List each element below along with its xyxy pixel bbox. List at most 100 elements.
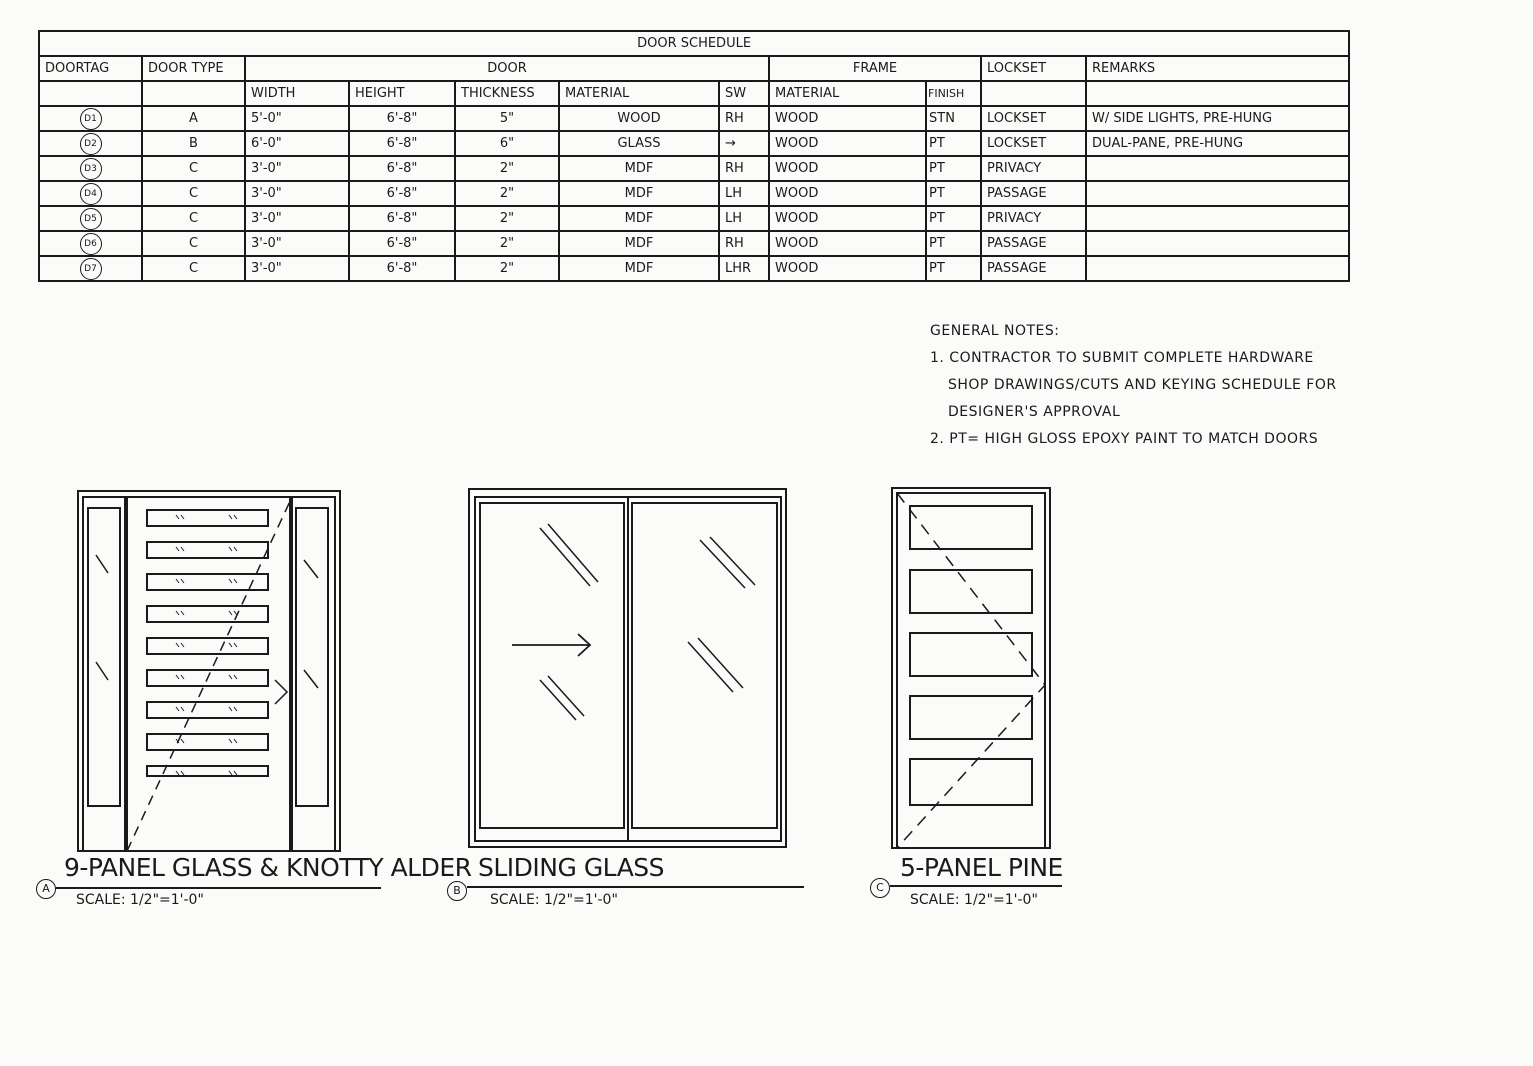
cell-remarks: W/ SIDE LIGHTS, PRE-HUNG	[1084, 105, 1351, 132]
cell-type: C	[141, 230, 246, 257]
door-tag: D5	[79, 208, 102, 229]
cell-swing: LH	[718, 180, 770, 207]
elevation-c-title: 5-PANEL PINE	[900, 853, 1063, 882]
glass-hatch	[175, 546, 238, 552]
door-c-elevation	[891, 487, 1051, 849]
cell-lockset: PRIVACY	[980, 155, 1087, 182]
note-2: 2. PT= HIGH GLOSS EPOXY PAINT TO MATCH D…	[930, 431, 1319, 447]
cell-frame-material: WOOD	[768, 130, 927, 157]
door-tag: D1	[79, 108, 102, 129]
cell-finish: PT	[925, 255, 982, 282]
elevation-c-underline	[890, 885, 1062, 887]
note-1-line-3: DESIGNER'S APPROVAL	[948, 404, 1121, 420]
cell-material: MDF	[558, 255, 720, 282]
elevation-b-underline	[467, 886, 804, 888]
header-door: DOOR	[244, 55, 770, 82]
cell-swing: LH	[718, 205, 770, 232]
header-height: HEIGHT	[348, 80, 456, 107]
cell-height: 6'-8"	[348, 155, 456, 182]
glass-panel	[146, 733, 269, 751]
cell-width: 5'-0"	[244, 105, 350, 132]
cell-height: 6'-8"	[348, 205, 456, 232]
cell-type: A	[141, 105, 246, 132]
door-schedule-table: DOOR SCHEDULE DOORTAG DOOR TYPE DOOR FRA…	[37, 30, 1351, 282]
cell-height: 6'-8"	[348, 255, 456, 282]
cell-thickness: 2"	[454, 180, 560, 207]
header-frame-material: MATERIAL	[768, 80, 927, 107]
header-remarks: REMARKS	[1084, 55, 1351, 82]
cell-remarks	[1084, 205, 1351, 232]
cell-width: 3'-0"	[244, 205, 350, 232]
cell-type: B	[141, 130, 246, 157]
cell-finish: PT	[925, 230, 982, 257]
glass-hatch	[175, 610, 238, 616]
header-door-type: DOOR TYPE	[141, 55, 246, 82]
glass-hatch	[175, 642, 238, 648]
elevation-c-marker: C	[870, 878, 890, 898]
cell-thickness: 6"	[454, 130, 560, 157]
note-1-line-1: 1. CONTRACTOR TO SUBMIT COMPLETE HARDWAR…	[930, 350, 1314, 366]
glass-hatch	[175, 738, 238, 744]
cell-finish: STN	[925, 105, 982, 132]
cell-width: 3'-0"	[244, 230, 350, 257]
cell-lockset: PASSAGE	[980, 230, 1087, 257]
glass-hatch	[175, 674, 238, 680]
cell-swing: RH	[718, 230, 770, 257]
cell-frame-material: WOOD	[768, 255, 927, 282]
glass-panel	[146, 701, 269, 719]
cell-type: C	[141, 255, 246, 282]
cell-height: 6'-8"	[348, 105, 456, 132]
door-a-elevation	[77, 490, 341, 852]
schedule-title: DOOR SCHEDULE	[37, 30, 1351, 57]
cell-width: 3'-0"	[244, 180, 350, 207]
cell-height: 6'-8"	[348, 230, 456, 257]
elevation-b-marker: B	[447, 881, 467, 901]
cell-type: C	[141, 155, 246, 182]
header-lockset: LOCKSET	[980, 55, 1087, 82]
door-tag: D7	[79, 258, 102, 279]
cell-lockset: PRIVACY	[980, 205, 1087, 232]
cell-lockset: PASSAGE	[980, 180, 1087, 207]
elevation-c-scale: SCALE: 1/2"=1'-0"	[910, 892, 1038, 908]
cell-remarks	[1084, 155, 1351, 182]
cell-material: MDF	[558, 155, 720, 182]
cell-thickness: 2"	[454, 155, 560, 182]
glass-hatch	[175, 514, 238, 520]
cell-swing: RH	[718, 105, 770, 132]
cell-thickness: 2"	[454, 205, 560, 232]
cell-frame-material: WOOD	[768, 180, 927, 207]
group-header-row: DOORTAG DOOR TYPE DOOR FRAME LOCKSET REM…	[38, 55, 1351, 82]
cell-width: 3'-0"	[244, 155, 350, 182]
cell-frame-material: WOOD	[768, 205, 927, 232]
header-frame: FRAME	[768, 55, 982, 82]
cell-remarks	[1084, 180, 1351, 207]
glass-hatch	[175, 578, 238, 584]
cell-material: WOOD	[558, 105, 720, 132]
cell-material: MDF	[558, 205, 720, 232]
header-swing: SW	[718, 80, 770, 107]
cell-remarks: DUAL-PANE, PRE-HUNG	[1084, 130, 1351, 157]
note-1-line-2: SHOP DRAWINGS/CUTS AND KEYING SCHEDULE F…	[948, 377, 1337, 393]
cell-thickness: 2"	[454, 230, 560, 257]
cell-remarks	[1084, 255, 1351, 282]
cell-thickness: 5"	[454, 105, 560, 132]
elevation-a-title: 9-PANEL GLASS & KNOTTY ALDER	[64, 853, 472, 882]
cell-swing: LHR	[718, 255, 770, 282]
header-door-tag: DOORTAG	[38, 55, 143, 82]
door-b-elevation	[468, 488, 787, 848]
cell-lockset: PASSAGE	[980, 255, 1087, 282]
glass-panel	[146, 637, 269, 655]
header-material: MATERIAL	[558, 80, 720, 107]
cell-swing: →	[718, 130, 770, 157]
door-tag: D2	[79, 133, 102, 154]
cell-swing: RH	[718, 155, 770, 182]
elevation-b-scale: SCALE: 1/2"=1'-0"	[490, 892, 618, 908]
glass-panel	[146, 669, 269, 687]
